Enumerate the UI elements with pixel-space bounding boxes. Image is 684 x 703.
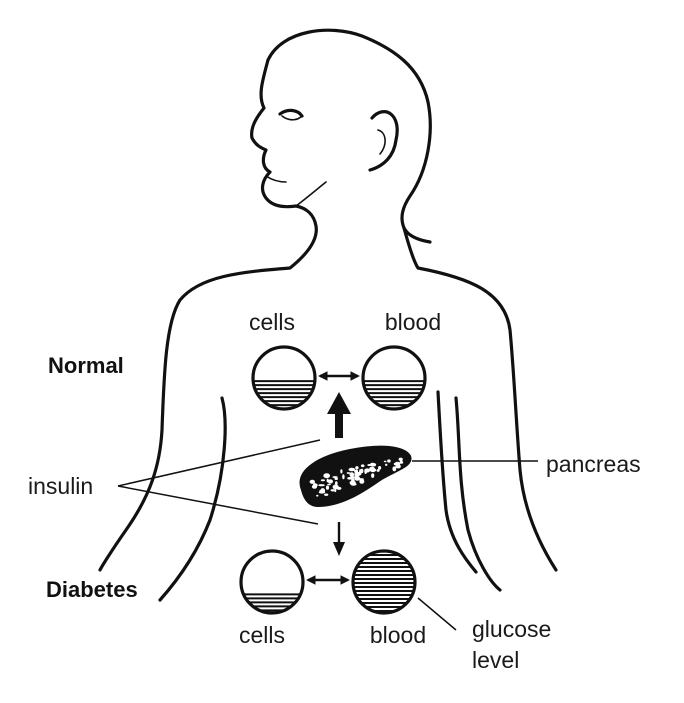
pancreas-speckle xyxy=(394,461,401,466)
pancreas-speckle xyxy=(346,472,351,474)
pancreas-speckle xyxy=(351,478,355,483)
ear-inner xyxy=(377,129,386,155)
pancreas-speckle xyxy=(383,460,387,463)
label-pancreas: pancreas xyxy=(546,451,641,477)
label-blood-bottom: blood xyxy=(370,622,426,648)
label-blood-top: blood xyxy=(385,309,441,335)
pancreas-speckle xyxy=(355,466,359,470)
eye-lash xyxy=(281,115,303,121)
human-figure xyxy=(98,28,558,602)
pancreas-speckle xyxy=(326,478,329,483)
pancreas-speckle xyxy=(350,476,357,479)
pancreas-speckle xyxy=(364,468,367,475)
pancreas-speckle xyxy=(318,484,325,487)
pancreas-speckle xyxy=(371,473,375,478)
head-outline xyxy=(98,58,318,572)
right-side xyxy=(436,390,478,574)
label-insulin: insulin xyxy=(28,473,93,499)
pancreas-speckle xyxy=(336,486,342,490)
eye xyxy=(278,108,304,118)
pancreas-speckle xyxy=(385,463,388,466)
pancreas-speckle xyxy=(350,482,357,486)
pancreas-speckle xyxy=(334,489,337,493)
diabetes-blood-circle xyxy=(351,549,417,615)
pancreas-speckle xyxy=(342,474,345,480)
pancreas-speckle xyxy=(327,479,333,484)
normal-cells-circle xyxy=(251,345,317,411)
pancreas-speckle xyxy=(312,483,317,489)
pancreas-speckle xyxy=(330,489,335,492)
pancreas-speckle xyxy=(332,476,338,479)
pancreas-speckle xyxy=(378,466,382,470)
pancreas-speckle xyxy=(348,467,356,472)
pancreas-speckle xyxy=(340,469,343,474)
pancreas-speckle xyxy=(325,485,330,490)
label-level: level xyxy=(472,647,519,673)
pancreas-speckle xyxy=(316,494,319,497)
insulin-leader-down xyxy=(117,485,319,525)
diabetes-cells-circle xyxy=(239,549,305,615)
mouth xyxy=(265,175,287,183)
pancreas-speckle xyxy=(359,479,365,484)
neck-back xyxy=(402,226,558,572)
pancreas-speckle xyxy=(334,477,339,480)
pancreas-speckle xyxy=(324,474,328,477)
pancreas-speckle xyxy=(369,466,375,471)
label-glucose: glucose xyxy=(472,616,551,642)
insulin-down-arrow xyxy=(333,522,345,556)
label-cells-top: cells xyxy=(249,309,295,335)
pancreas-speckle xyxy=(335,481,338,486)
pancreas-speckle xyxy=(392,466,397,472)
insulin-up-arrow xyxy=(327,392,351,438)
normal-blood-circle xyxy=(361,345,427,411)
pancreas-speckle xyxy=(376,469,380,472)
insulin-leader-up xyxy=(117,439,321,487)
pancreas-speckle xyxy=(327,483,331,486)
right-armpit xyxy=(454,396,502,592)
pancreas-speckle xyxy=(387,459,391,463)
chin-line xyxy=(295,181,327,207)
glucose-leader-line xyxy=(417,597,457,631)
pancreas-speckle xyxy=(399,461,404,464)
hair-back xyxy=(266,28,432,244)
pancreas-speckle xyxy=(320,479,325,482)
pancreas-speckle xyxy=(324,493,329,496)
pancreas-speckle xyxy=(354,469,359,473)
label-cells-bottom: cells xyxy=(239,622,285,648)
label-normal: Normal xyxy=(48,353,124,378)
pancreas-speckle xyxy=(320,488,326,494)
label-diabetes: Diabetes xyxy=(46,577,138,602)
pancreas-speckle xyxy=(309,479,315,484)
left-armpit xyxy=(158,396,227,602)
pancreas-speckle xyxy=(370,464,376,467)
pancreas-organ xyxy=(299,445,412,508)
ear xyxy=(368,110,399,172)
pancreas-speckle xyxy=(349,472,355,478)
pancreas-speckle xyxy=(359,469,363,472)
pancreas-speckle xyxy=(360,464,365,468)
